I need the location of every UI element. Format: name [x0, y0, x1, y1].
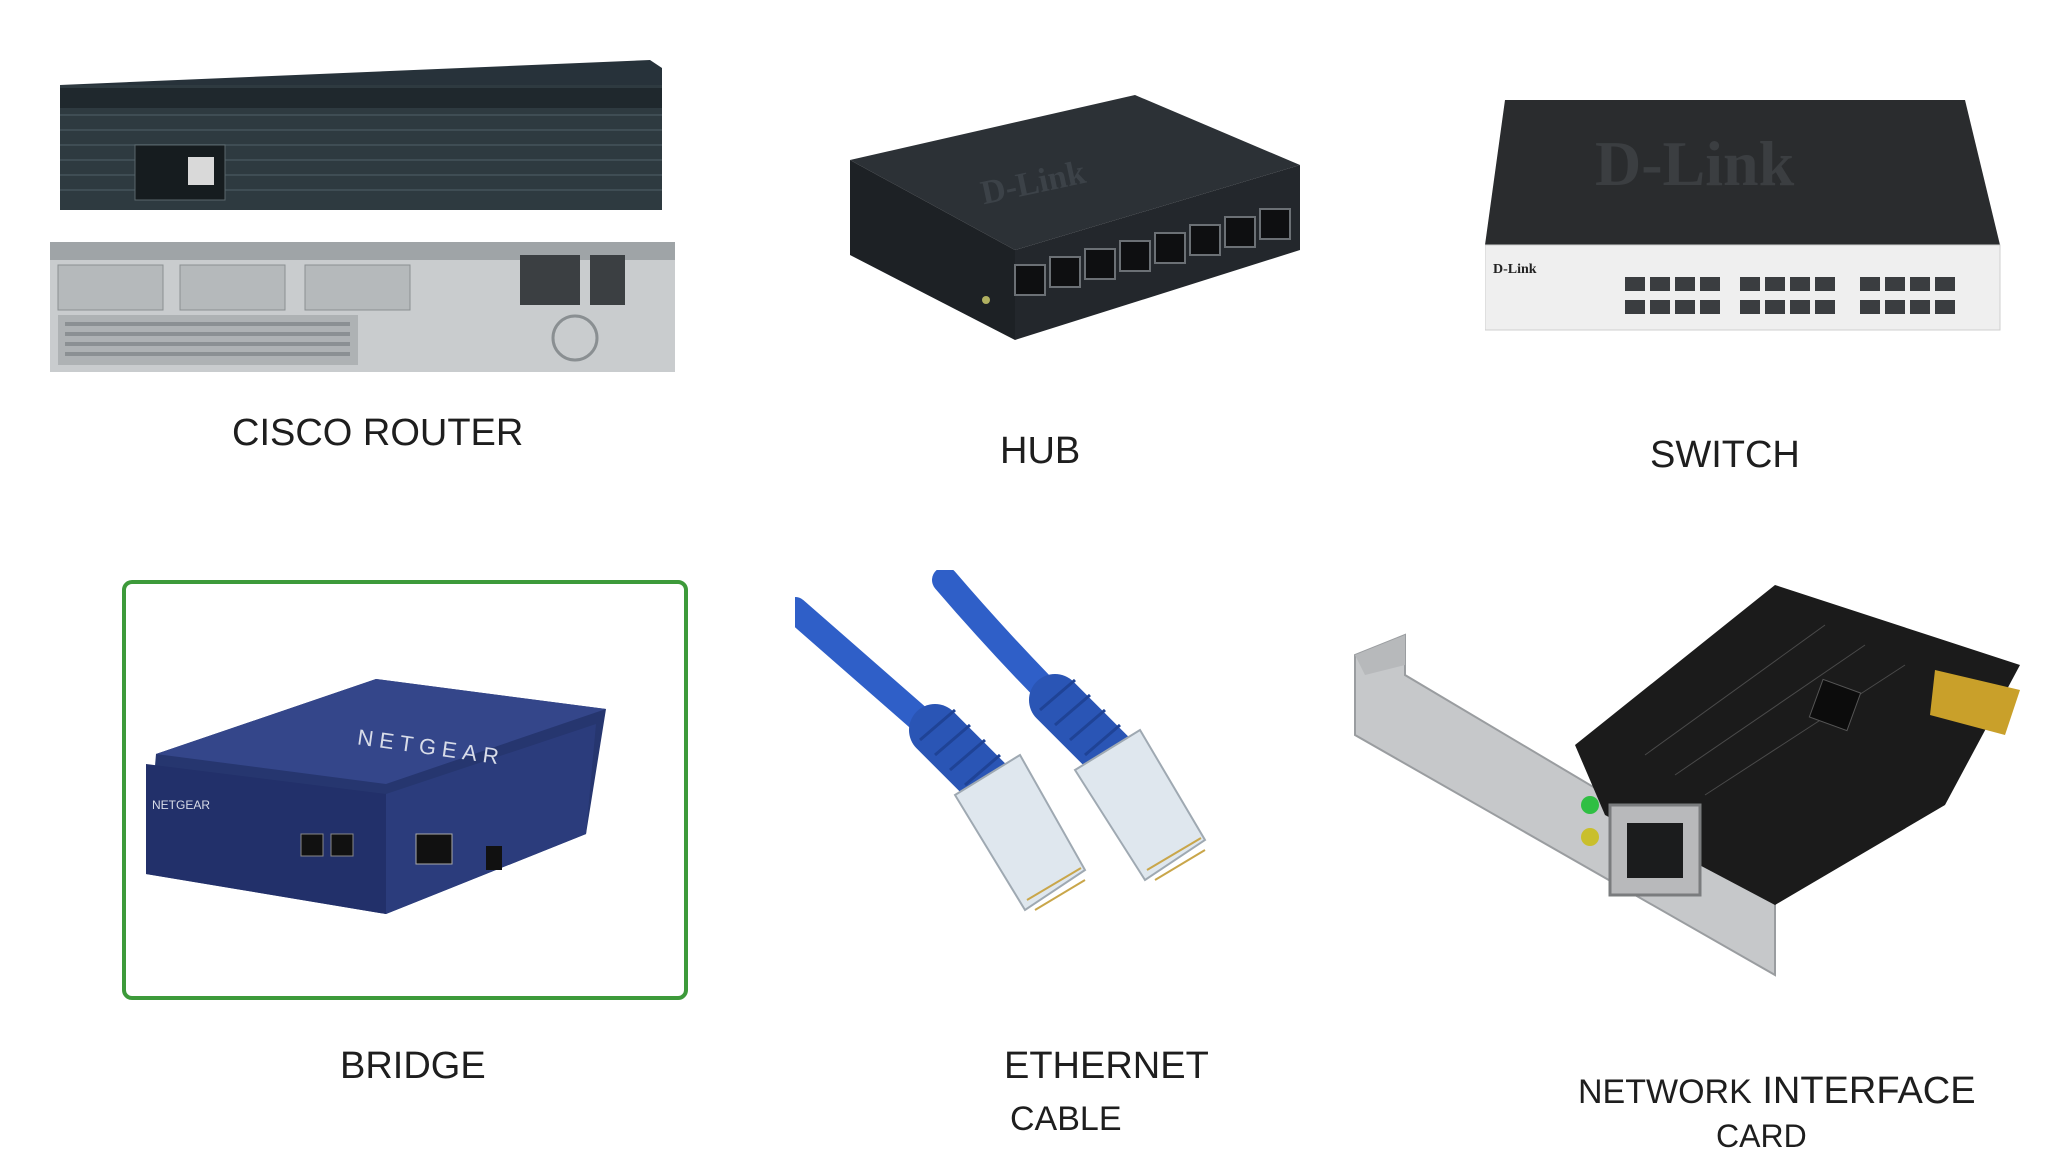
ethernet-cable-image [795, 570, 1265, 950]
switch-image: D-Link D-Link [1485, 95, 2005, 335]
svg-text:D-Link: D-Link [1493, 262, 1537, 277]
ethernet-label-line1: ETHERNET [1004, 1045, 1209, 1087]
hub-image: D-Link [850, 90, 1310, 340]
hub-label: HUB [1000, 430, 1081, 472]
router-label: CISCO ROUTER [232, 412, 524, 454]
switch-label: SWITCH [1650, 434, 1800, 476]
nic-image [1345, 575, 2035, 995]
cisco-router-image [50, 60, 675, 380]
ethernet-label-line2: CABLE [1010, 1100, 1122, 1138]
svg-text:D-Link: D-Link [1595, 128, 1795, 199]
nic-label-interface: INTERFACE [1751, 1070, 1976, 1112]
nic-label-line2: CARD [1716, 1118, 1807, 1154]
bridge-label: BRIDGE [340, 1045, 486, 1087]
bridge-frame: NETGEAR NETGEAR [122, 580, 688, 1000]
svg-text:NETGEAR: NETGEAR [152, 798, 210, 812]
nic-label-line1: NETWORK INTERFACE [1578, 1070, 1976, 1113]
nic-label-network: NETWORK [1578, 1073, 1752, 1111]
